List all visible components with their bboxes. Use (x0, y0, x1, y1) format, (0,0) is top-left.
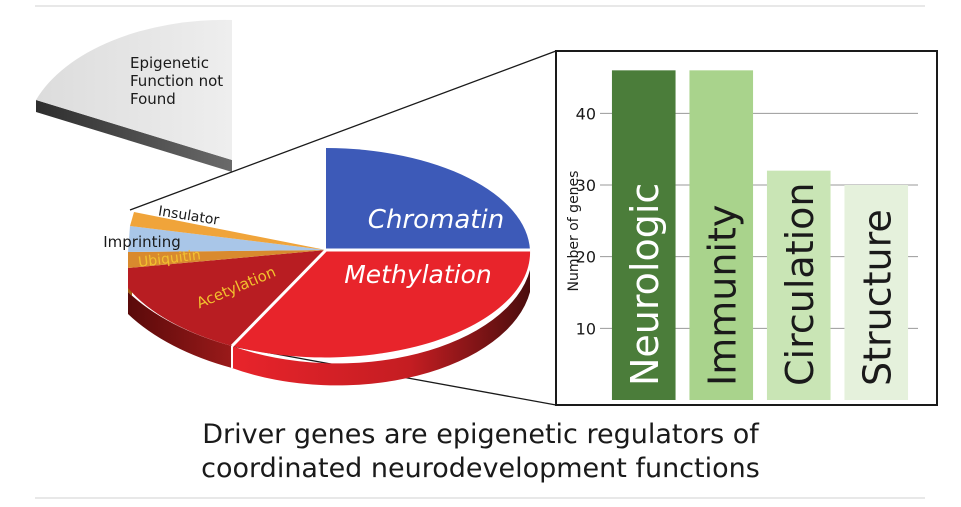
bar-y-tick-label: 30 (576, 176, 596, 195)
bar-label-neurologic: Neurologic (623, 183, 667, 386)
pie-slice-methylation (232, 250, 531, 358)
bar-y-tick-label: 40 (576, 104, 596, 123)
slice-label-not-found-line: Epigenetic (130, 54, 209, 72)
pie-slice-insulator (130, 212, 326, 250)
bar-marks (611, 70, 909, 400)
caption-line-1: Driver genes are epigenetic regulators o… (202, 419, 759, 450)
slice-not-found-edge (36, 100, 232, 172)
slice-label-chromatin: Chromatin (368, 205, 504, 235)
pie-slice-imprinting (128, 226, 326, 252)
bar-label-structure: Structure (855, 209, 899, 386)
bar-circulation (766, 170, 831, 400)
pie-slice-chromatin (326, 148, 530, 250)
bar-y-tick-label: 10 (576, 319, 596, 338)
pie-slice-acetylation (128, 250, 326, 346)
bar-category-labels: Neurologic Immunity Circulation Structure (623, 183, 900, 387)
slice-label-ubiquitin: Ubiquitin (137, 247, 201, 271)
slice-label-not-found-line: Found (130, 90, 176, 108)
bar-y-tick-label: 20 (576, 248, 596, 267)
slice-label-imprinting: Imprinting (103, 233, 180, 251)
bar-label-immunity: Immunity (700, 205, 744, 386)
pie-side-methylation (232, 270, 530, 386)
pie-slice-ubiquitin (128, 250, 326, 268)
pie-side-acetylation (128, 292, 232, 368)
slice-not-found-face (36, 19, 232, 160)
callout-line-top (129, 50, 557, 211)
pie-chart: Chromatin Methylation Acetylation Ubiqui… (103, 148, 531, 386)
bar-structure (844, 185, 909, 400)
bar-y-axis-label: Number of genes (566, 171, 582, 292)
bar-chart: 10 20 30 40 Neurologic Immunity Circulation St… (555, 50, 938, 406)
slice-label-not-found-line: Function not (130, 72, 223, 90)
bar-label-circulation: Circulation (778, 183, 822, 387)
bar-y-ticks: 10 20 30 40 (576, 104, 596, 338)
bar-immunity (689, 70, 754, 400)
bar-neurologic (611, 70, 676, 400)
caption-line-2: coordinated neurodevelopment functions (201, 453, 760, 484)
slice-label-methylation: Methylation (344, 260, 492, 289)
pie-divider (230, 248, 328, 348)
